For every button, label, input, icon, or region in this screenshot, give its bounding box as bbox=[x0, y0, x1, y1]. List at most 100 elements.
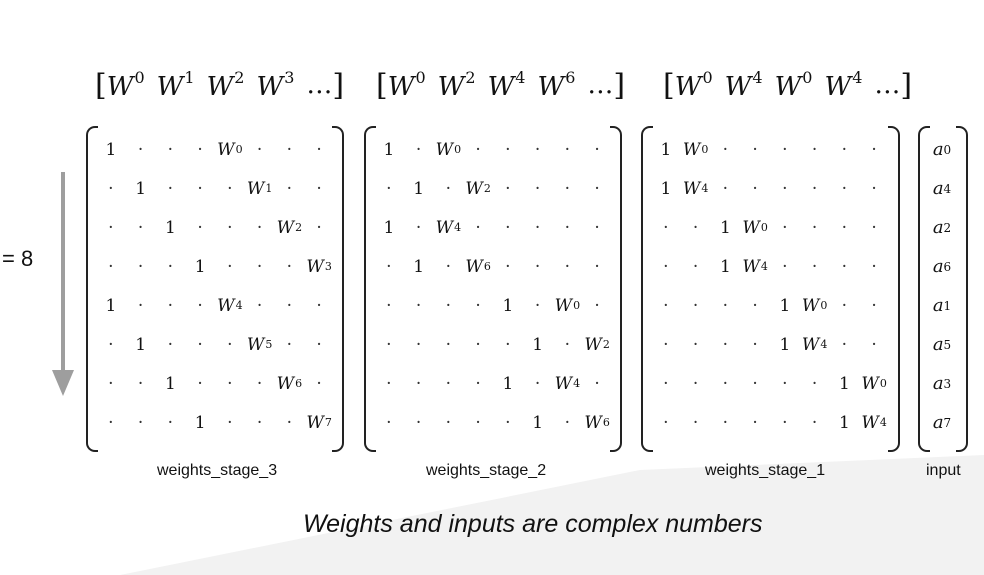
sequence-ellipsis: … bbox=[306, 70, 333, 100]
matrix-one-cell: 1 bbox=[838, 412, 850, 433]
matrix-zero-cell: · bbox=[534, 217, 541, 238]
matrix-zero-cell: · bbox=[782, 412, 788, 433]
label-weights-stage-2: weights_stage_2 bbox=[426, 462, 547, 479]
matrix-one-cell: 1 bbox=[719, 217, 731, 238]
matrix-zero-cell: · bbox=[692, 256, 699, 277]
matrix-zero-cell: · bbox=[564, 139, 571, 160]
sequence-close-bracket: ] bbox=[900, 67, 913, 103]
matrix-zero-cell: · bbox=[108, 412, 114, 433]
matrix-zero-cell: · bbox=[137, 412, 144, 433]
matrix-zero-cell: · bbox=[663, 412, 669, 433]
matrix-one-cell: 1 bbox=[779, 334, 791, 355]
matrix-zero-cell: · bbox=[594, 295, 600, 316]
sequence-close-bracket: ] bbox=[613, 67, 626, 103]
sequence-open-bracket: [ bbox=[95, 67, 107, 103]
matrix-zero-cell: · bbox=[286, 178, 293, 199]
input-vector-left-bracket bbox=[918, 126, 930, 452]
sequence-term: W4 bbox=[724, 68, 763, 102]
matrix-zero-cell: · bbox=[692, 217, 699, 238]
sequence-term: W6 bbox=[537, 68, 576, 102]
matrix-zero-cell: · bbox=[752, 412, 758, 433]
matrix-zero-cell: · bbox=[316, 217, 322, 238]
matrix-zero-cell: · bbox=[386, 412, 392, 433]
matrix-one-cell: 1 bbox=[105, 139, 117, 160]
matrix-zero-cell: · bbox=[286, 139, 293, 160]
matrix-zero-cell: · bbox=[782, 217, 788, 238]
matrix-one-cell: 1 bbox=[164, 217, 176, 238]
matrix-zero-cell: · bbox=[811, 139, 818, 160]
matrix-zero-cell: · bbox=[475, 139, 481, 160]
matrix-zero-cell: · bbox=[445, 334, 452, 355]
matrix-zero-cell: · bbox=[692, 412, 699, 433]
matrix-zero-cell: · bbox=[722, 334, 729, 355]
matrix-zero-cell: · bbox=[445, 412, 452, 433]
sequence-term: W0 bbox=[774, 68, 813, 102]
matrix-zero-cell: · bbox=[316, 139, 322, 160]
matrix-zero-cell: · bbox=[256, 217, 263, 238]
matrix-zero-cell: · bbox=[167, 295, 174, 316]
matrix-zero-cell: · bbox=[415, 217, 422, 238]
matrix-one-cell: 1 bbox=[383, 139, 395, 160]
matrix-zero-cell: · bbox=[841, 334, 848, 355]
matrix-zero-cell: · bbox=[386, 334, 392, 355]
sequence-ellipsis: … bbox=[587, 70, 614, 100]
matrix-zero-cell: · bbox=[752, 139, 758, 160]
matrix-zero-cell: · bbox=[841, 217, 848, 238]
matrix-zero-cell: · bbox=[782, 178, 788, 199]
matrix-zero-cell: · bbox=[871, 139, 877, 160]
matrix-zero-cell: · bbox=[415, 295, 422, 316]
sequence-ellipsis: … bbox=[874, 70, 901, 100]
matrix-zero-cell: · bbox=[386, 178, 392, 199]
matrix-zero-cell: · bbox=[286, 412, 293, 433]
matrix-zero-cell: · bbox=[871, 295, 877, 316]
matrix-zero-cell: · bbox=[752, 178, 758, 199]
matrix-zero-cell: · bbox=[752, 334, 758, 355]
matrix-zero-cell: · bbox=[256, 412, 263, 433]
matrix-zero-cell: · bbox=[871, 217, 877, 238]
matrix-zero-cell: · bbox=[137, 295, 144, 316]
matrix-zero-cell: · bbox=[137, 217, 144, 238]
matrix-one-cell: 1 bbox=[164, 373, 176, 394]
sequence-term: W4 bbox=[824, 68, 863, 102]
matrix-zero-cell: · bbox=[811, 217, 818, 238]
down-arrow-icon bbox=[52, 172, 74, 396]
matrix-zero-cell: · bbox=[108, 217, 114, 238]
matrix-one-cell: 1 bbox=[838, 373, 850, 394]
matrix-zero-cell: · bbox=[594, 178, 600, 199]
matrix-zero-cell: · bbox=[316, 334, 322, 355]
matrix-zero-cell: · bbox=[167, 256, 174, 277]
sequence-term: W4 bbox=[487, 68, 526, 102]
matrix-one-cell: 1 bbox=[105, 295, 117, 316]
matrix-zero-cell: · bbox=[167, 178, 174, 199]
matrix-zero-cell: · bbox=[386, 256, 392, 277]
matrix-one-cell: 1 bbox=[135, 334, 147, 355]
matrix-zero-cell: · bbox=[534, 295, 541, 316]
matrix-zero-cell: · bbox=[475, 217, 481, 238]
matrix-zero-cell: · bbox=[692, 334, 699, 355]
matrix-one-cell: 1 bbox=[413, 178, 425, 199]
matrix-one-cell: 1 bbox=[383, 217, 395, 238]
matrix-zero-cell: · bbox=[197, 295, 203, 316]
matrix-zero-cell: · bbox=[197, 334, 203, 355]
matrix-zero-cell: · bbox=[722, 139, 729, 160]
matrix-zero-cell: · bbox=[415, 373, 422, 394]
matrix-zero-cell: · bbox=[663, 334, 669, 355]
sequence-close-bracket: ] bbox=[332, 67, 345, 103]
matrix-zero-cell: · bbox=[167, 334, 174, 355]
matrix-zero-cell: · bbox=[752, 295, 758, 316]
